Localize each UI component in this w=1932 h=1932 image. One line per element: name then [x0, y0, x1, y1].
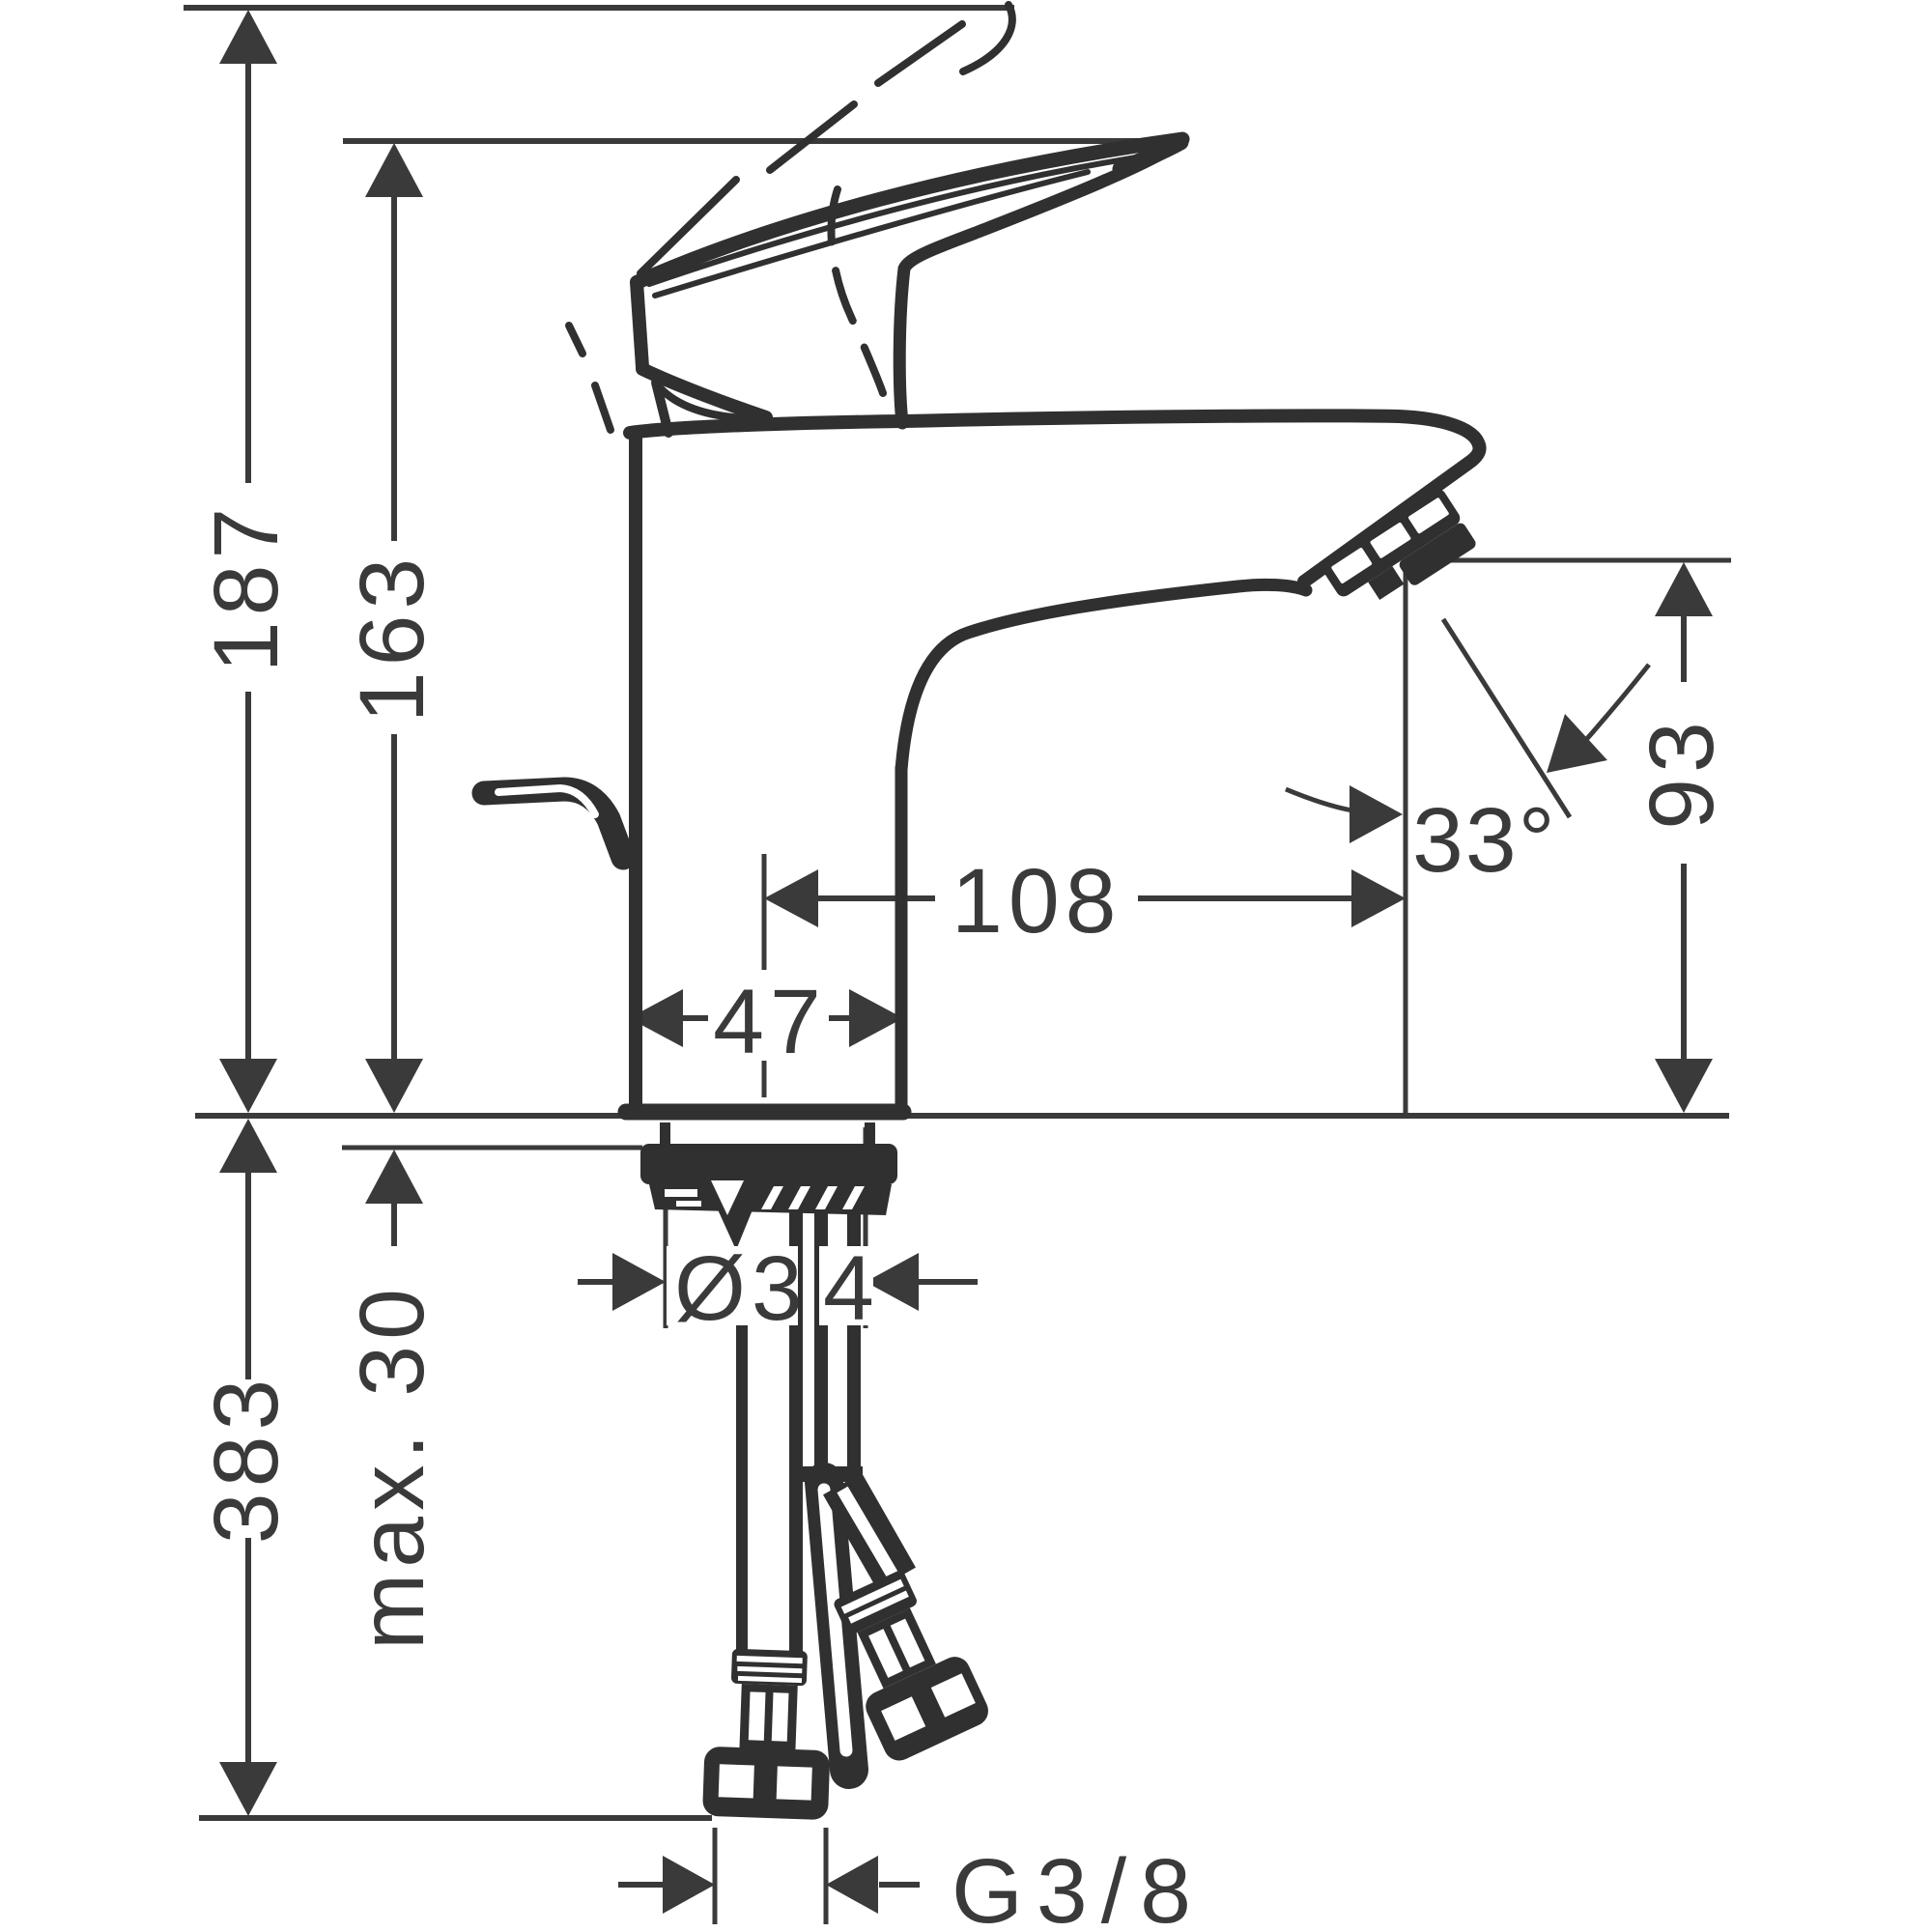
- svg-text:Ø3: Ø3: [674, 1237, 809, 1340]
- svg-text:93: 93: [1631, 716, 1733, 830]
- svg-text:G3/8: G3/8: [952, 1840, 1205, 1932]
- svg-text:33°: 33°: [1412, 789, 1557, 892]
- svg-text:108: 108: [952, 850, 1122, 952]
- svg-text:187: 187: [195, 502, 298, 673]
- svg-text:max. 30: max. 30: [341, 1283, 443, 1650]
- svg-text:163: 163: [341, 553, 443, 724]
- svg-text:47: 47: [713, 971, 827, 1073]
- svg-text:383: 383: [195, 1374, 298, 1545]
- svg-text:4: 4: [823, 1237, 874, 1340]
